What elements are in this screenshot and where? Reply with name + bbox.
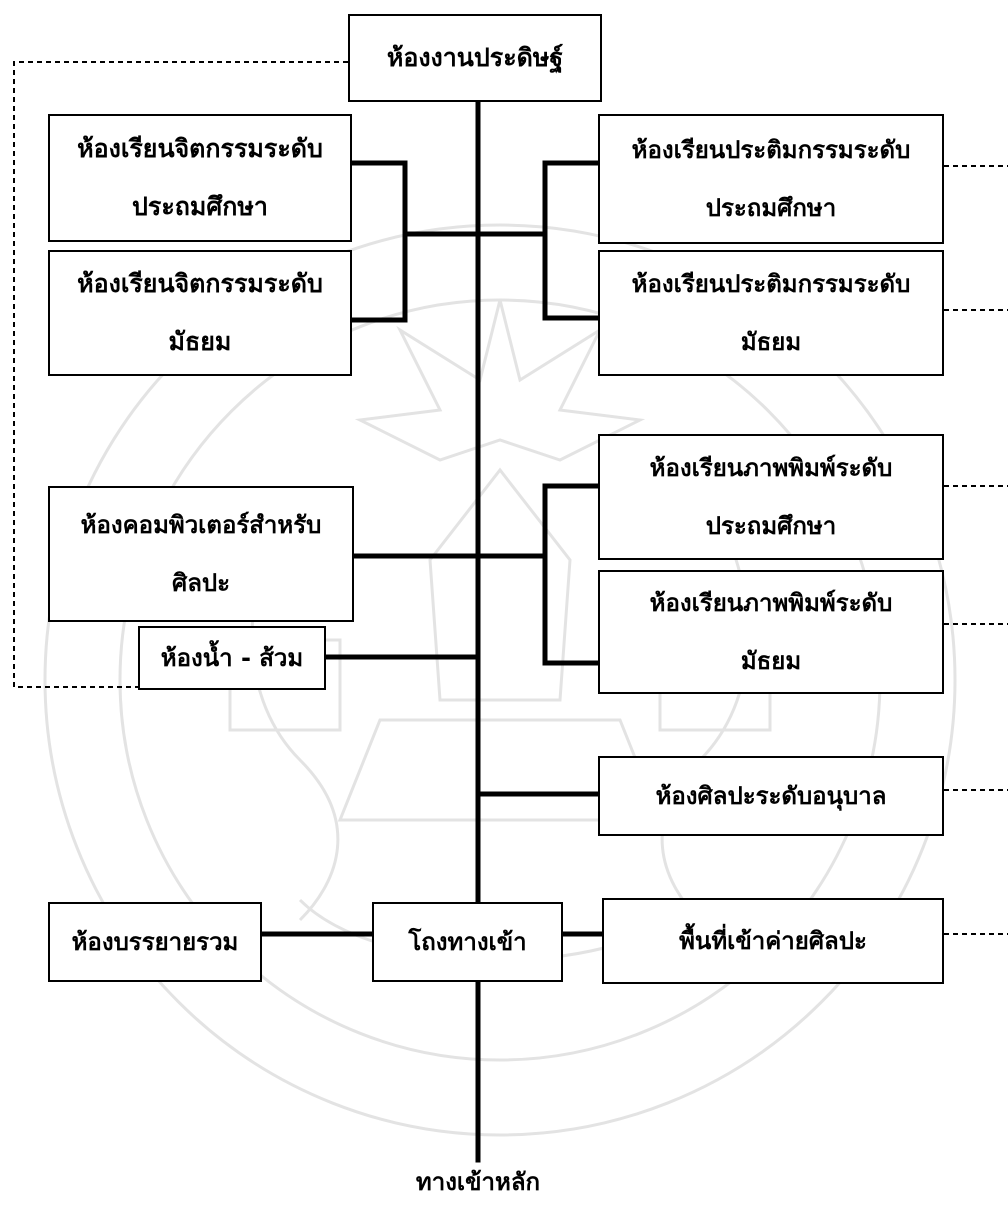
node-workshop: ห้องงานประดิษฐ์: [348, 14, 602, 102]
node-entrance-hall: โถงทางเข้า: [372, 902, 563, 982]
node-sculpture-secondary: ห้องเรียนประติมกรรมระดับ มัธยม: [598, 250, 944, 376]
node-sculpture-primary: ห้องเรียนประติมกรรมระดับ ประถมศึกษา: [598, 114, 944, 244]
node-restroom: ห้องน้ำ - ส้วม: [138, 626, 326, 690]
node-art-camp: พื้นที่เข้าค่ายศิลปะ: [602, 898, 944, 984]
node-printmaking-primary: ห้องเรียนภาพพิมพ์ระดับ ประถมศึกษา: [598, 434, 944, 560]
node-computer-art: ห้องคอมพิวเตอร์สำหรับ ศิลปะ: [48, 486, 354, 622]
node-lecture-hall: ห้องบรรยายรวม: [48, 902, 262, 982]
node-printmaking-secondary: ห้องเรียนภาพพิมพ์ระดับ มัธยม: [598, 570, 944, 694]
main-entrance-label: ทางเข้าหลัก: [415, 1168, 541, 1196]
node-drawing-secondary: ห้องเรียนจิตกรรมระดับ มัธยม: [48, 250, 352, 376]
node-drawing-primary: ห้องเรียนจิตกรรมระดับ ประถมศึกษา: [48, 114, 352, 242]
node-kindergarten-art: ห้องศิลปะระดับอนุบาล: [598, 756, 944, 836]
